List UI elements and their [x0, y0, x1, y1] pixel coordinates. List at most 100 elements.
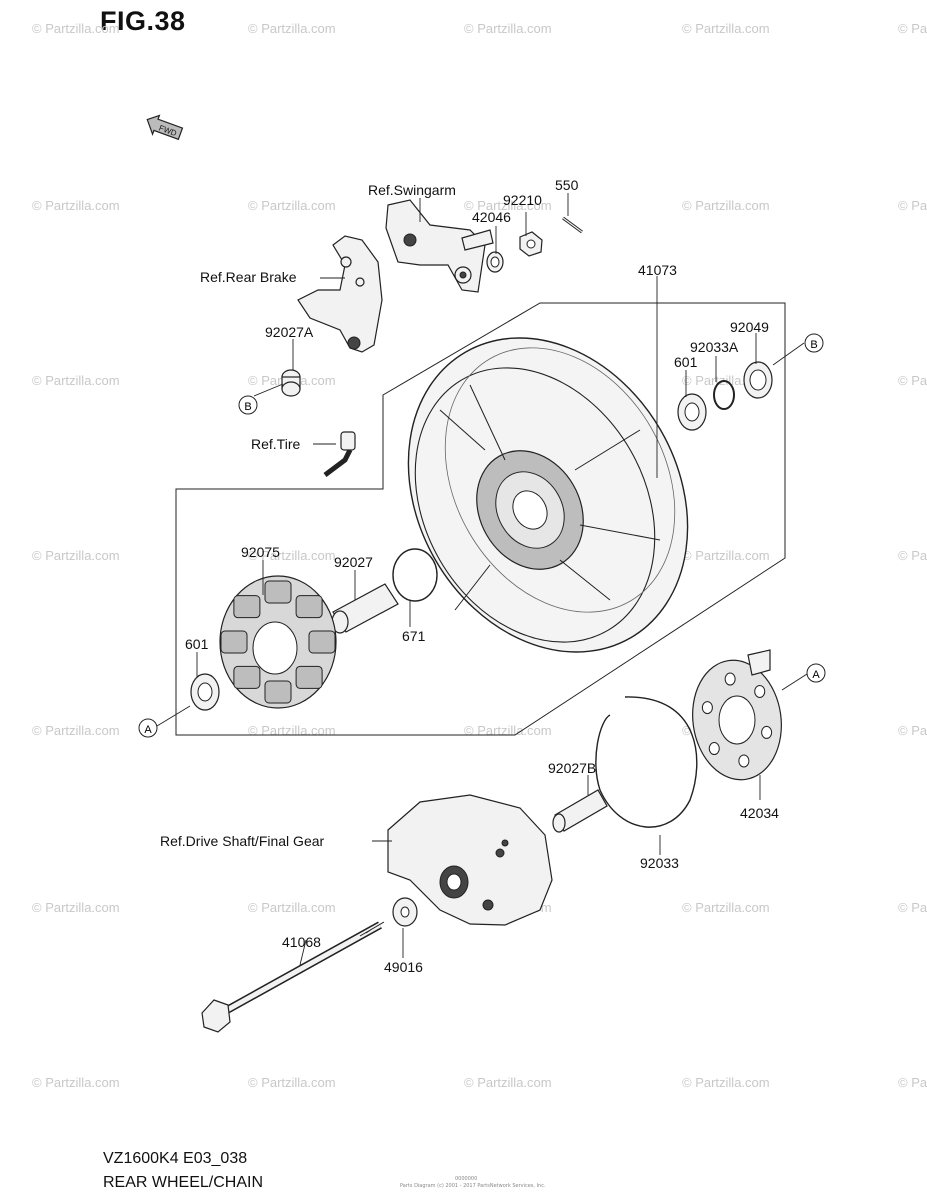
fwd-arrow-icon: FWD — [146, 114, 184, 141]
o-ring-671 — [392, 548, 438, 602]
watermark-text: © Partzilla.com — [248, 900, 336, 915]
watermark-text: © Partzilla.com — [32, 1075, 120, 1090]
part-label-92027A: 92027A — [265, 324, 314, 340]
watermark-text: © Partzilla.com — [248, 21, 336, 36]
section-name: REAR WHEEL/CHAIN — [103, 1174, 264, 1191]
swingarm-bracket — [385, 199, 494, 293]
part-label-92027: 92027 — [334, 554, 373, 570]
svg-text:A: A — [144, 724, 152, 736]
watermark-text: © Partzilla.com — [682, 1075, 770, 1090]
bearing-601-right — [677, 393, 707, 431]
final-hub-42034 — [692, 649, 782, 781]
part-label-601-right: 601 — [674, 354, 698, 370]
damper-lug — [233, 595, 261, 619]
watermark-text: © Partzilla.com — [32, 373, 120, 388]
ref-swingarm-label: Ref.Swingarm — [368, 182, 456, 198]
hub-bolt-hole — [754, 684, 766, 698]
final-gear-case — [387, 794, 553, 926]
watermark-text: © Partzilla.com — [32, 198, 120, 213]
watermark-text: © Partzilla.com — [464, 198, 552, 213]
svg-text:B: B — [810, 339, 817, 351]
part-label-41068: 41068 — [282, 934, 321, 950]
svg-text:A: A — [812, 669, 820, 681]
watermark-text: © Partzilla.com — [682, 198, 770, 213]
washer-49016 — [392, 897, 418, 927]
copyright-code: 0000000 — [455, 1176, 478, 1182]
hub-bolt-hole — [708, 742, 720, 756]
damper-lug — [308, 630, 336, 654]
part-label-92033: 92033 — [640, 855, 679, 871]
part-label-550: 550 — [555, 177, 579, 193]
watermark-text: © Partzilla.com — [898, 900, 927, 915]
watermark-text: © Partzilla.com — [464, 723, 552, 738]
collar-92027A — [281, 369, 301, 397]
part-label-671: 671 — [402, 628, 426, 644]
watermark-text: © Partzilla.com — [32, 21, 120, 36]
damper-lug — [295, 665, 323, 689]
callout-b-top: B — [804, 333, 824, 353]
part-label-601-left: 601 — [185, 636, 209, 652]
part-label-92027B: 92027B — [548, 760, 596, 776]
watermark-text: © Partzilla.com — [898, 723, 927, 738]
watermark-text: © Partzilla.com — [248, 1075, 336, 1090]
watermark-text: © Partzilla.com — [898, 198, 927, 213]
collar-92027 — [331, 583, 399, 634]
damper-92075 — [219, 575, 337, 709]
axle-41068 — [201, 921, 385, 1033]
part-label-92049: 92049 — [730, 319, 769, 335]
hub-bolt-hole — [701, 701, 713, 715]
ref-rear-brake-label: Ref.Rear Brake — [200, 269, 297, 285]
watermark-text: © Partzilla.com — [464, 1075, 552, 1090]
part-label-49016: 49016 — [384, 959, 423, 975]
watermark-text: © Partzilla.com — [682, 900, 770, 915]
watermark-text: © Partzilla.com — [682, 548, 770, 563]
callout-b-left: B — [238, 395, 258, 415]
part-label-42046: 42046 — [472, 209, 511, 225]
callout-a-left: A — [138, 718, 158, 738]
cotter-pin-550 — [562, 216, 583, 234]
collar-92027B — [552, 789, 608, 833]
hub-bolt-hole — [761, 725, 773, 739]
damper-lug — [220, 630, 248, 654]
watermark-text: © Partzilla.com — [898, 373, 927, 388]
watermark-text: © Partzilla.com — [248, 198, 336, 213]
part-label-92075: 92075 — [241, 544, 280, 560]
rear-wheel-41073 — [407, 337, 689, 653]
part-label-92210: 92210 — [503, 192, 542, 208]
watermark-text: © Partzilla.com — [32, 900, 120, 915]
damper-lug — [264, 580, 292, 604]
damper-lug — [264, 680, 292, 704]
svg-text:B: B — [244, 401, 251, 413]
tire-valve — [323, 431, 356, 477]
watermark-text: © Partzilla.com — [898, 21, 927, 36]
leader-lines — [156, 193, 808, 966]
part-label-42034: 42034 — [740, 805, 779, 821]
rear-brake-bracket — [297, 235, 383, 353]
figure-title: FIG.38 — [100, 6, 186, 36]
watermark-text: © Partzilla.com — [464, 21, 552, 36]
model-code: VZ1600K4 E03_038 — [103, 1150, 248, 1167]
part-label-41073: 41073 — [638, 262, 677, 278]
damper-lug — [295, 595, 323, 619]
damper-lug — [233, 665, 261, 689]
callout-a-right: A — [806, 663, 826, 683]
watermark-text: © Partzilla.com — [248, 548, 336, 563]
watermark-text: © Partzilla.com — [248, 723, 336, 738]
assembly-outline — [175, 302, 786, 736]
hub-bolt-hole — [738, 754, 750, 768]
part-label-92033A: 92033A — [690, 339, 739, 355]
nut-92210 — [519, 231, 543, 257]
watermark-text: © Partzilla.com — [682, 21, 770, 36]
watermark-text: © Partzilla.com — [32, 723, 120, 738]
bearing-601-left — [190, 673, 220, 711]
ref-tire-label: Ref.Tire — [251, 436, 300, 452]
circlip-92033A — [713, 380, 735, 410]
hub-bolt-hole — [724, 672, 736, 686]
ref-drive-shaft-label: Ref.Drive Shaft/Final Gear — [160, 833, 325, 849]
watermark-text: © Partzilla.com — [898, 548, 927, 563]
watermark-text: © Partzilla.com — [898, 1075, 927, 1090]
watermark-text: © Partzilla.com — [32, 548, 120, 563]
copyright-line: Parts Diagram (c) 2001 - 2017 PartsNetwo… — [400, 1183, 546, 1189]
seal-92049 — [743, 361, 773, 399]
